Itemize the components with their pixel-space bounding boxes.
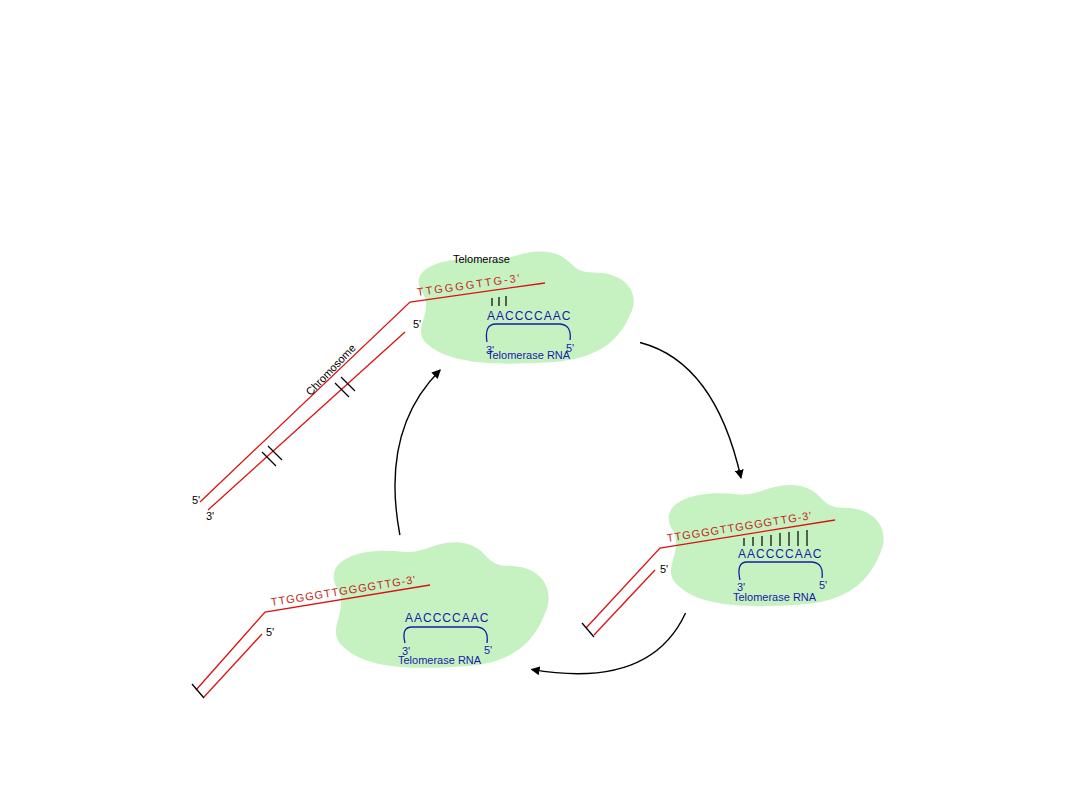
end-label: 3'	[402, 645, 410, 658]
break-mark	[192, 377, 594, 698]
chromosome-label: Chromosome	[303, 342, 358, 399]
telomerase-enzyme: TelomeraseTelomerase RNA	[405, 245, 640, 370]
end-label: 5'	[484, 644, 492, 657]
end-label: 5'	[660, 563, 668, 576]
end-label: 5'	[566, 342, 574, 355]
end-label: 5'	[266, 626, 274, 639]
end-label: 3'	[206, 510, 214, 523]
rna-template: AACCCCAAC	[487, 309, 571, 323]
telomerase-enzyme: Telomerase RNA	[655, 478, 890, 613]
end-label: 5'	[192, 494, 200, 507]
rna-template: AACCCCAAC	[738, 547, 822, 561]
rna-template: AACCCCAAC	[405, 611, 489, 625]
rna-name: Telomerase RNA	[398, 654, 481, 667]
end-label: 3'	[486, 344, 494, 357]
cycle-arrow	[395, 370, 440, 535]
cycle-arrow	[640, 343, 741, 479]
telomerase-enzyme: Telomerase RNA	[320, 535, 555, 675]
end-label: 3'	[737, 581, 745, 594]
cycle-arrow	[532, 613, 686, 674]
end-label: 5'	[819, 579, 827, 592]
enzyme-name: Telomerase	[453, 253, 510, 266]
rna-name: Telomerase RNA	[733, 591, 816, 604]
end-label: 5'	[413, 318, 421, 331]
rna-name: Telomerase RNA	[487, 349, 570, 362]
